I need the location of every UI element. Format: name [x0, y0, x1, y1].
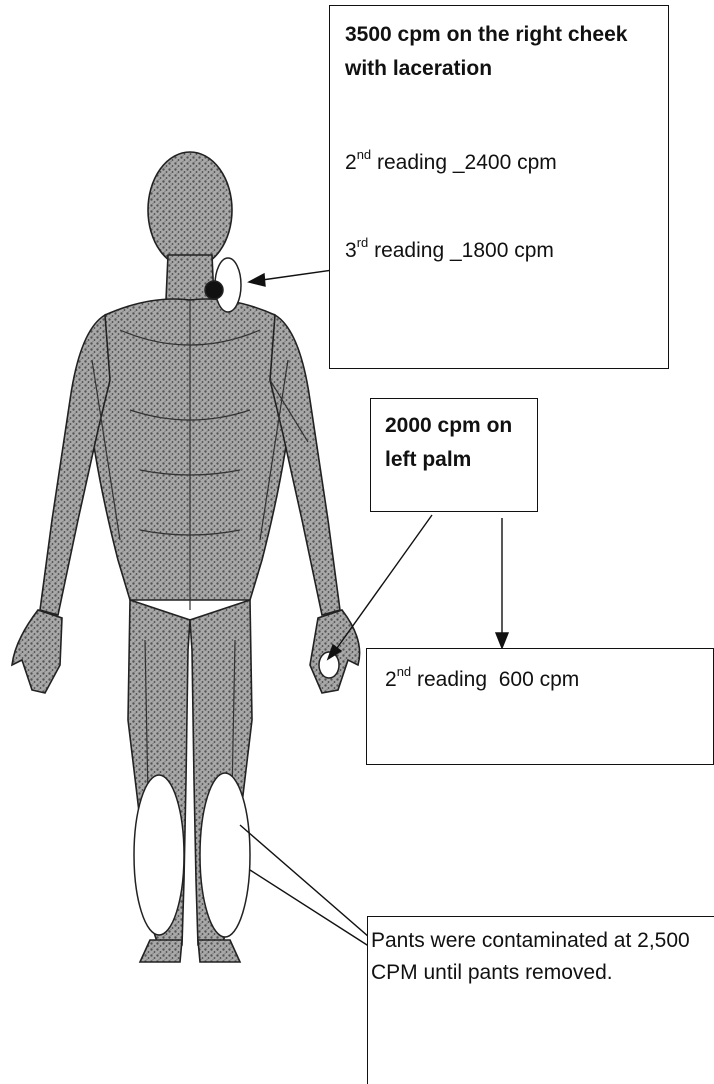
palm-arrowhead: [496, 633, 508, 648]
pants-main-text: Pants were contaminated at 2,500 CPM unt…: [371, 925, 714, 989]
palm-leader-line: [332, 515, 432, 655]
cheek-reading-2: 2nd reading _2400 cpm: [345, 146, 668, 180]
cheek-annotation-box: 3500 cpm on the right cheek with lacerat…: [329, 5, 669, 369]
cheek-reading-2-suffix: nd: [357, 147, 371, 162]
laceration-marker: [205, 281, 223, 299]
palm-reading-2: 2nd reading 600 cpm: [385, 663, 713, 697]
cheek-reading-3-text: reading _1800 cpm: [368, 239, 554, 262]
foot-right: [140, 940, 182, 962]
pants-marker-right: [134, 775, 184, 935]
palm-reading-2-box: 2nd reading 600 cpm: [366, 648, 714, 765]
palm-reading-2-text: reading 600 cpm: [411, 668, 579, 691]
palm-annotation-box: 2000 cpm on left palm: [370, 398, 538, 512]
cheek-reading-3-ordinal: 3: [345, 239, 357, 262]
pants-marker-left: [200, 773, 250, 937]
cheek-reading-3-suffix: rd: [357, 235, 369, 250]
pants-leader-line-1: [240, 825, 384, 950]
foot-left: [198, 940, 240, 962]
cheek-main-text: 3500 cpm on the right cheek with lacerat…: [345, 18, 668, 86]
head: [148, 152, 232, 268]
pants-annotation-box: Pants were contaminated at 2,500 CPM unt…: [367, 916, 714, 1084]
cheek-reading-2-ordinal: 2: [345, 151, 357, 174]
cheek-reading-3: 3rd reading _1800 cpm: [345, 234, 668, 268]
pants-leader-line-2: [250, 870, 378, 952]
cheek-arrowhead: [249, 274, 265, 286]
palm-reading-2-ordinal: 2: [385, 668, 397, 691]
cheek-reading-2-text: reading _2400 cpm: [371, 151, 557, 174]
palm-reading-2-suffix: nd: [397, 664, 411, 679]
palm-main-text: 2000 cpm on left palm: [385, 409, 537, 477]
hand-right: [12, 610, 62, 693]
